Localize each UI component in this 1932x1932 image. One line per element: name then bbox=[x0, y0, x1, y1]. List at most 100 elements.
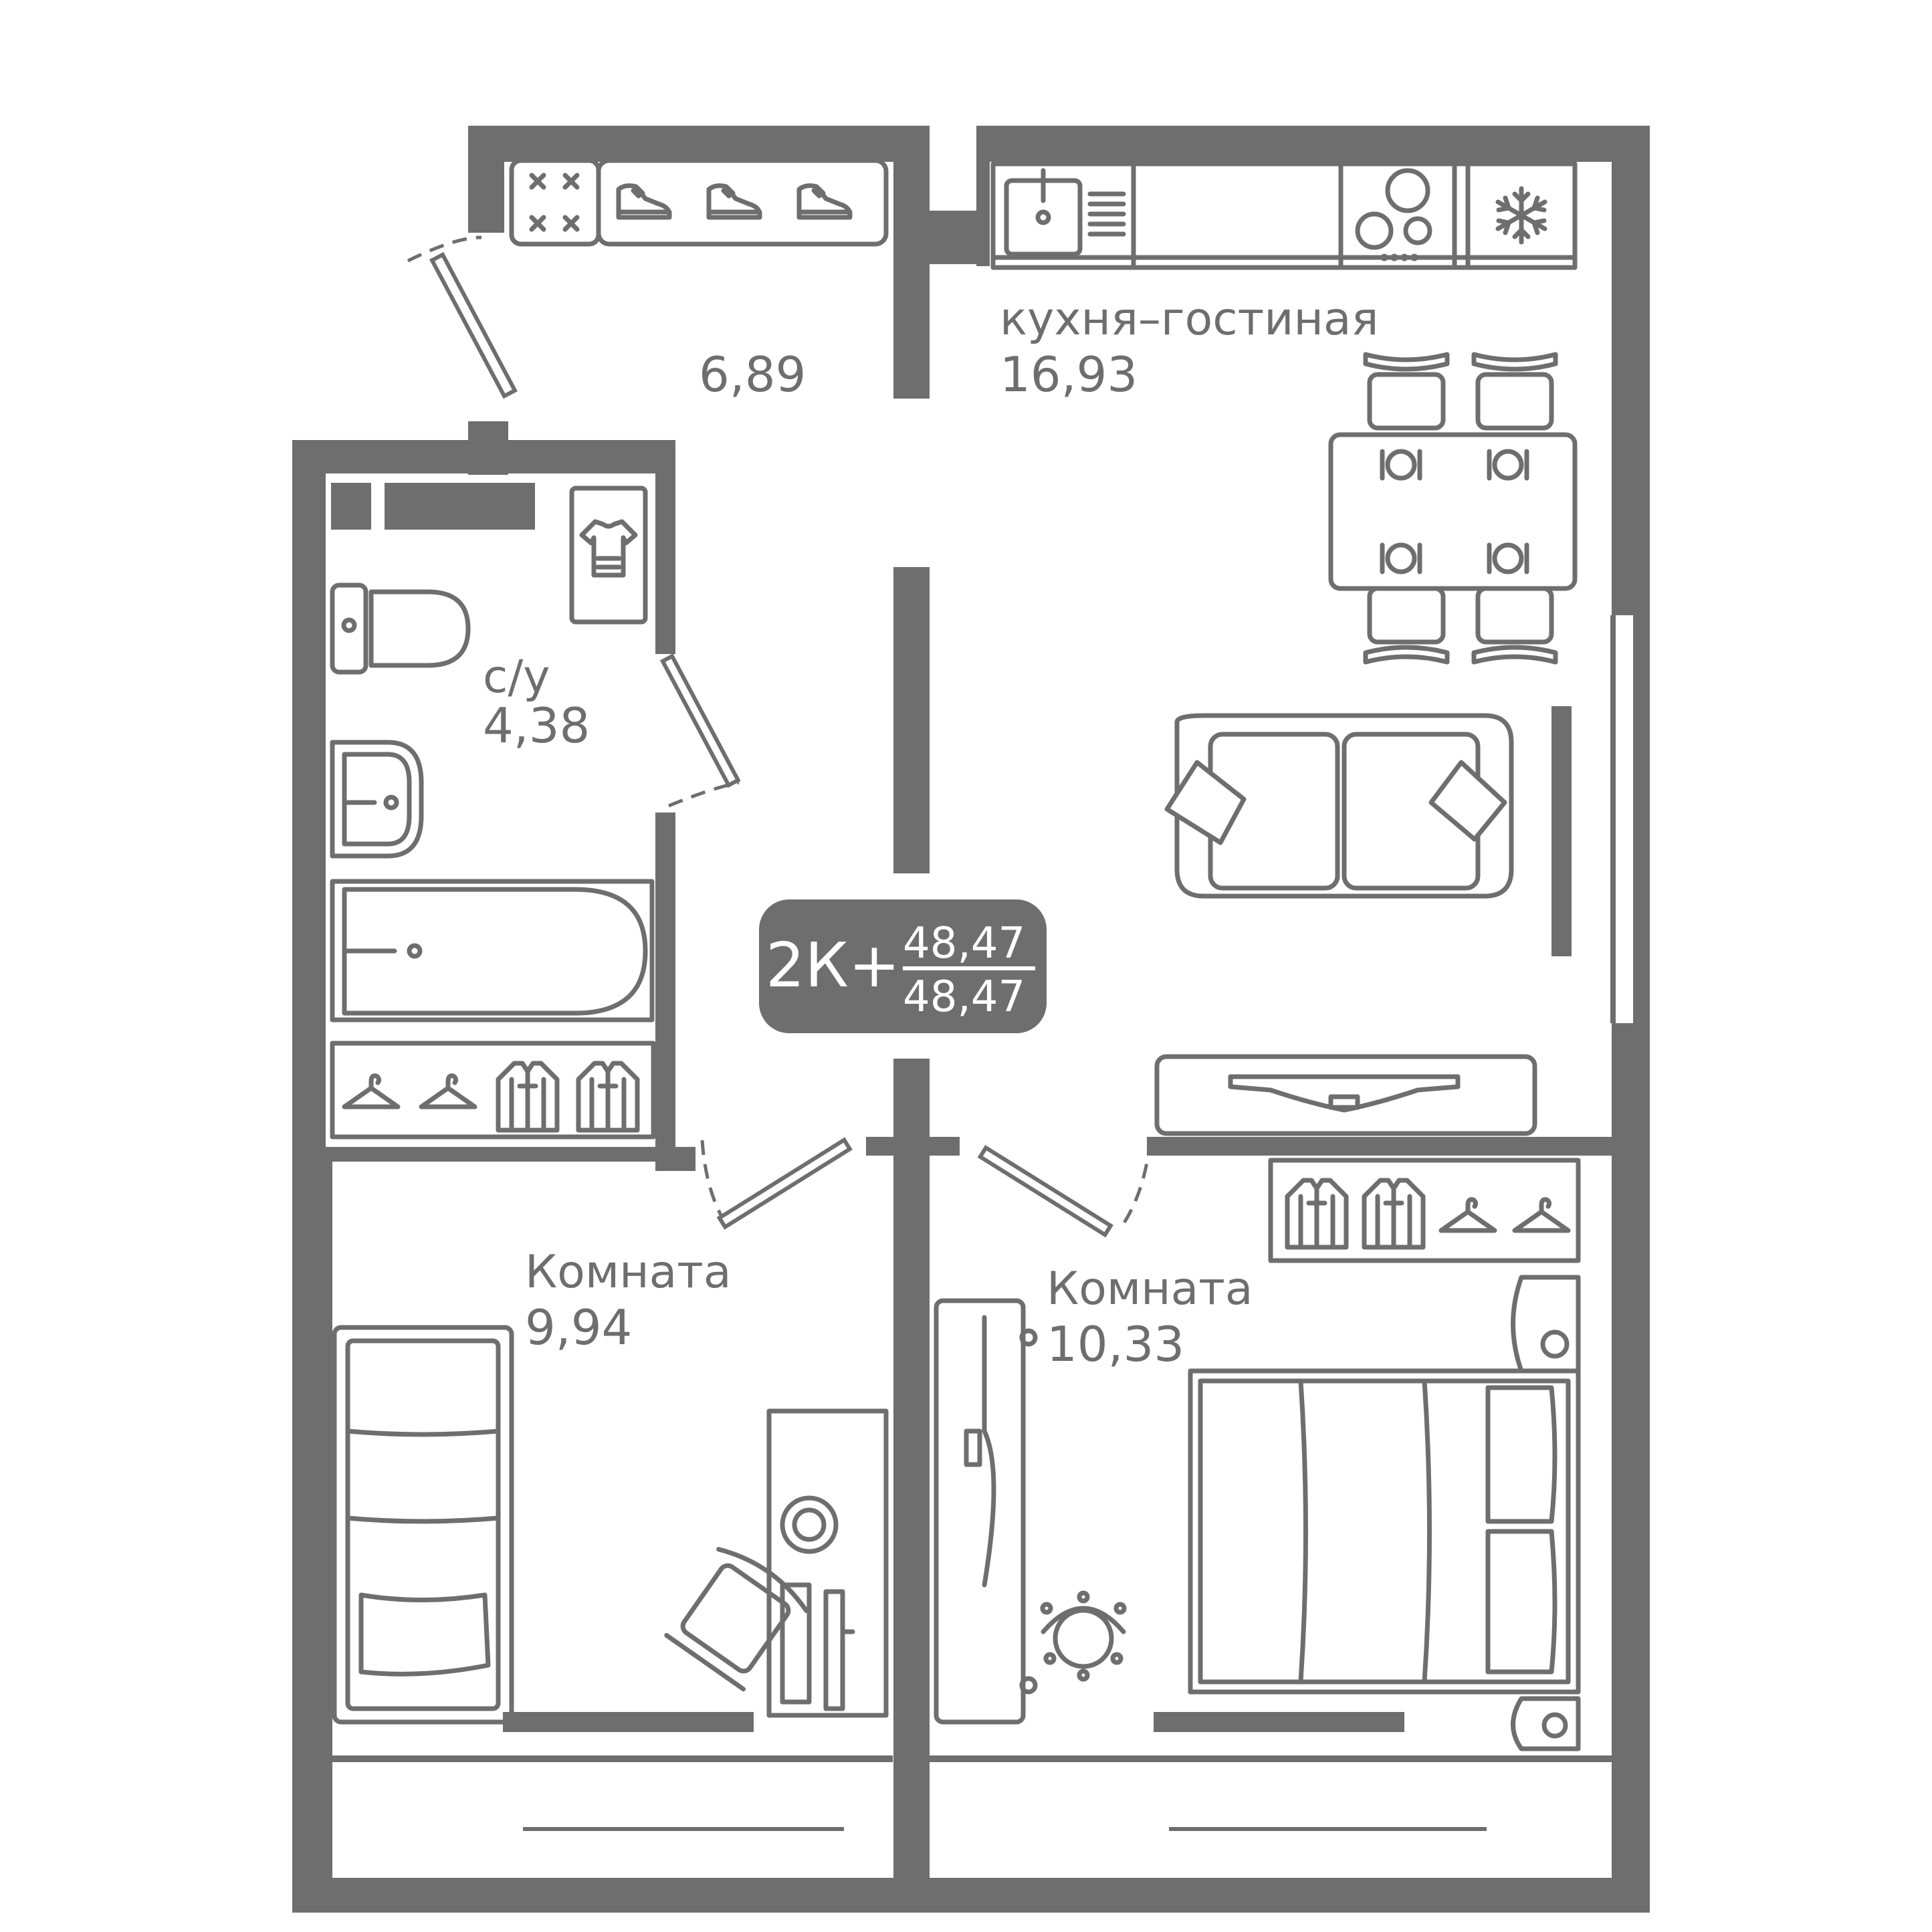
hanger-icon bbox=[421, 1076, 475, 1107]
cabinet-knobs bbox=[529, 173, 580, 232]
shirt-icon bbox=[1287, 1180, 1346, 1247]
chair-icon bbox=[1040, 1590, 1127, 1682]
hall-area: 6,89 bbox=[699, 346, 806, 403]
washbasin bbox=[330, 740, 424, 859]
wardrobe-icon bbox=[934, 1298, 1038, 1725]
wall-door-jamb-center bbox=[866, 1137, 960, 1156]
bathroom-fixtures bbox=[330, 486, 656, 1140]
wall-room-left-inner bbox=[326, 1150, 332, 1878]
radiator-kitchen bbox=[1551, 706, 1572, 956]
shoe-shelf bbox=[596, 158, 889, 247]
entrance-door-arc bbox=[407, 235, 482, 263]
radiator-right bbox=[1154, 1712, 1404, 1732]
dining-set bbox=[1328, 354, 1578, 662]
wall-closet-top bbox=[326, 1147, 673, 1162]
cushion bbox=[1164, 760, 1247, 845]
bed-icon bbox=[1188, 1368, 1581, 1695]
bath-door-leaf bbox=[659, 653, 741, 788]
kitchen-area: 16,93 bbox=[1000, 346, 1138, 403]
wall-bath-vent-1 bbox=[331, 483, 371, 530]
windows bbox=[523, 615, 1633, 1839]
wall-hall-left-top bbox=[468, 126, 504, 233]
desk-icon bbox=[766, 1408, 889, 1718]
toilet-icon bbox=[330, 582, 471, 675]
chair-icon bbox=[1366, 354, 1447, 428]
badge-living-area: 48,47 bbox=[903, 972, 1025, 1022]
bath-door-arc bbox=[668, 780, 740, 808]
wall-left bbox=[292, 440, 326, 1913]
wall-bath-right-upper bbox=[655, 440, 675, 654]
sink-drainer bbox=[1087, 191, 1126, 237]
hanger-icon bbox=[1441, 1200, 1495, 1230]
room-right-door-arc bbox=[1121, 1140, 1152, 1225]
radiators bbox=[503, 706, 1572, 1732]
bathtub-icon bbox=[330, 879, 655, 1023]
chair-icon bbox=[1366, 588, 1447, 662]
fridge bbox=[1465, 161, 1578, 270]
cushion bbox=[1428, 760, 1507, 842]
shoe-icon bbox=[619, 186, 669, 217]
bathroom-name: с/у bbox=[483, 651, 550, 704]
tshirt-icon bbox=[579, 519, 638, 578]
stove-dots bbox=[1380, 253, 1418, 261]
cabinet-drawer bbox=[509, 158, 601, 247]
washing-machine bbox=[569, 486, 648, 625]
badge-total-area: 48,47 bbox=[903, 919, 1025, 968]
chair-icon bbox=[664, 1547, 809, 1692]
shoe-icon bbox=[709, 186, 760, 217]
dining-table bbox=[1328, 432, 1578, 591]
shirt-icon bbox=[498, 1063, 557, 1130]
wall-top-hall bbox=[468, 126, 930, 162]
closet-right bbox=[1268, 1158, 1581, 1263]
kitchen-name: кухня–гостиная bbox=[1000, 293, 1378, 346]
wall-bath-top bbox=[292, 440, 673, 473]
tv-stand bbox=[1154, 1054, 1537, 1136]
bed-icon bbox=[332, 1325, 514, 1725]
apartment-badge: 2К+ 48,47 48,47 bbox=[759, 899, 1047, 1033]
wall-bath-vent-2 bbox=[385, 483, 535, 530]
closet-hall bbox=[330, 1041, 656, 1140]
shirt-icon bbox=[578, 1063, 637, 1130]
chair-icon bbox=[1474, 354, 1555, 428]
bathroom-area: 4,38 bbox=[483, 697, 590, 754]
shirt-icon bbox=[1364, 1180, 1423, 1247]
wall-hall-kitchen-upper bbox=[893, 126, 930, 399]
chair-icon bbox=[1474, 588, 1555, 662]
wall-room-divider bbox=[893, 1059, 930, 1913]
wall-hall-kitchen-mid bbox=[893, 567, 930, 873]
room-right-name: Комната bbox=[1047, 1263, 1253, 1315]
walls bbox=[292, 126, 1650, 1913]
kitchen-counter bbox=[990, 161, 1578, 270]
radiator-left bbox=[503, 1712, 754, 1732]
sofa-icon bbox=[1164, 713, 1514, 899]
nightstand-bottom bbox=[1511, 1696, 1581, 1751]
entrance-door-leaf bbox=[429, 251, 518, 399]
room-left-door-arc bbox=[700, 1140, 728, 1225]
snowflake-icon bbox=[1495, 186, 1547, 245]
room-right-furniture bbox=[934, 1158, 1581, 1751]
room-right-door-leaf bbox=[977, 1145, 1113, 1238]
room-left-name: Комната bbox=[525, 1246, 732, 1299]
stove-icon bbox=[1338, 161, 1457, 270]
wall-bath-right-lower bbox=[655, 813, 675, 1147]
shoe-icon bbox=[799, 186, 850, 217]
wall-top-kitchen bbox=[976, 126, 1650, 162]
headphones bbox=[780, 1495, 839, 1554]
wall-bottom bbox=[292, 1878, 1650, 1913]
wall-shaft bbox=[930, 211, 976, 264]
room-left-area: 9,94 bbox=[525, 1299, 632, 1356]
hanger-icon bbox=[1515, 1200, 1568, 1230]
nightstand-top bbox=[1511, 1275, 1581, 1374]
hall-shoe-cabinet bbox=[509, 158, 889, 247]
wall-closet-jamb bbox=[655, 1147, 695, 1171]
room-right-area: 10,33 bbox=[1047, 1316, 1184, 1372]
wall-kitchen-left-stub bbox=[976, 126, 990, 266]
doors bbox=[407, 235, 1152, 1238]
tv bbox=[1228, 1074, 1461, 1113]
hanger-icon bbox=[344, 1076, 398, 1107]
room-left-door-leaf bbox=[716, 1137, 853, 1230]
labels: 6,89 кухня–гостиная 16,93 с/у 4,38 Комна… bbox=[483, 293, 1378, 1372]
wall-sill-left bbox=[328, 1755, 893, 1762]
wall-kitchen-bottom bbox=[1147, 1137, 1612, 1156]
